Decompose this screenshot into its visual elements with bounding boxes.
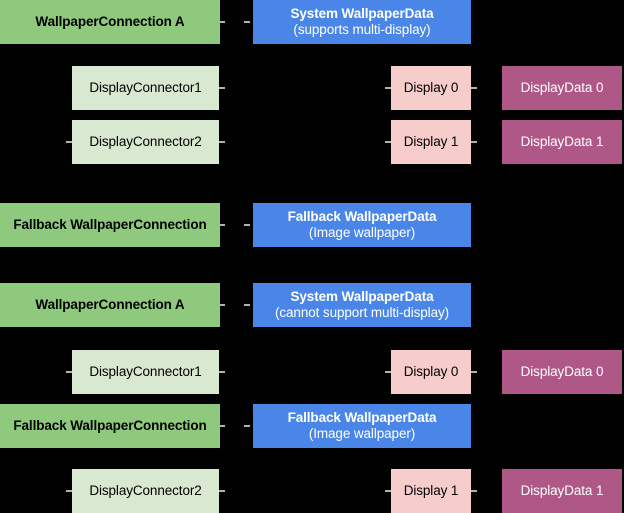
node-fallback-wallpaper-connection[interactable]: Fallback WallpaperConnection [0, 203, 220, 247]
node-label-line: (supports multi-display) [293, 22, 431, 37]
node-display-connector-2[interactable]: DisplayConnector2 [72, 120, 219, 164]
connector-stub [244, 21, 250, 23]
node-wallpaper-connection-a[interactable]: WallpaperConnection A [0, 283, 220, 327]
connector-stub [66, 141, 72, 143]
node-display-connector-2[interactable]: DisplayConnector2 [72, 469, 219, 513]
connector-stub [219, 87, 225, 89]
connector-stub [219, 21, 225, 23]
connector-stub [471, 87, 477, 89]
node-label-line: Display 1 [403, 134, 459, 150]
connector-stub [385, 490, 391, 492]
connector-stub [385, 371, 391, 373]
node-fallback-wallpaperdata-image-wallpaper[interactable]: Fallback WallpaperData(Image wallpaper) [253, 404, 471, 448]
node-wallpaper-connection-a[interactable]: WallpaperConnection A [0, 0, 220, 44]
node-label-line: DisplayConnector2 [89, 134, 202, 150]
connector-stub [219, 141, 225, 143]
node-label-line: DisplayData 0 [520, 364, 604, 380]
node-system-wallpaperdata-supports-multi-display[interactable]: System WallpaperData(supports multi-disp… [253, 0, 471, 44]
connector-stub [471, 141, 477, 143]
connector-stub [471, 371, 477, 373]
connector-stub [66, 371, 72, 373]
connector-stub [244, 304, 250, 306]
node-display-data-0[interactable]: DisplayData 0 [502, 66, 622, 110]
node-label-line: Fallback WallpaperConnection [13, 217, 207, 233]
node-display-0[interactable]: Display 0 [391, 350, 471, 394]
node-label-line: (Image wallpaper) [308, 426, 416, 441]
connector-stub [471, 490, 477, 492]
node-display-1[interactable]: Display 1 [391, 469, 471, 513]
node-label-line: DisplayData 0 [520, 80, 604, 96]
node-label-line: System WallpaperData [290, 289, 434, 305]
node-label-line: Display 0 [403, 364, 459, 380]
node-label-line: WallpaperConnection A [35, 14, 185, 30]
node-label-line: Fallback WallpaperData [287, 209, 437, 225]
node-display-data-1[interactable]: DisplayData 1 [502, 469, 622, 513]
node-fallback-wallpaper-connection[interactable]: Fallback WallpaperConnection [0, 404, 220, 448]
node-display-data-0[interactable]: DisplayData 0 [502, 350, 622, 394]
connector-stub [244, 425, 250, 427]
node-display-0[interactable]: Display 0 [391, 66, 471, 110]
node-label-line: DisplayConnector1 [89, 80, 202, 96]
node-display-connector-1[interactable]: DisplayConnector1 [72, 350, 219, 394]
connector-stub [66, 490, 72, 492]
node-system-wallpaperdata-cannot-support-multi-display[interactable]: System WallpaperData(cannot support mult… [253, 283, 471, 327]
connector-stub [219, 425, 225, 427]
node-label-line: (cannot support multi-display) [274, 305, 450, 320]
connector-stub [244, 224, 250, 226]
node-label-line: Display 0 [403, 80, 459, 96]
connector-stub [219, 371, 225, 373]
node-display-1[interactable]: Display 1 [391, 120, 471, 164]
connector-stub [385, 87, 391, 89]
node-label-line: (Image wallpaper) [308, 225, 416, 240]
node-fallback-wallpaperdata-image-wallpaper[interactable]: Fallback WallpaperData(Image wallpaper) [253, 203, 471, 247]
node-label-line: Display 1 [403, 483, 459, 499]
connector-stub [219, 304, 225, 306]
node-label-line: Fallback WallpaperConnection [13, 418, 207, 434]
node-label-line: WallpaperConnection A [35, 297, 185, 313]
connector-stub [385, 141, 391, 143]
connector-stub [219, 490, 225, 492]
node-label-line: DisplayConnector1 [89, 364, 202, 380]
connector-stub [219, 224, 225, 226]
node-label-line: DisplayData 1 [520, 134, 604, 150]
node-label-line: DisplayData 1 [520, 483, 604, 499]
node-label-line: System WallpaperData [290, 6, 434, 22]
node-display-data-1[interactable]: DisplayData 1 [502, 120, 622, 164]
node-label-line: DisplayConnector2 [89, 483, 202, 499]
node-display-connector-1[interactable]: DisplayConnector1 [72, 66, 219, 110]
node-label-line: Fallback WallpaperData [287, 410, 437, 426]
